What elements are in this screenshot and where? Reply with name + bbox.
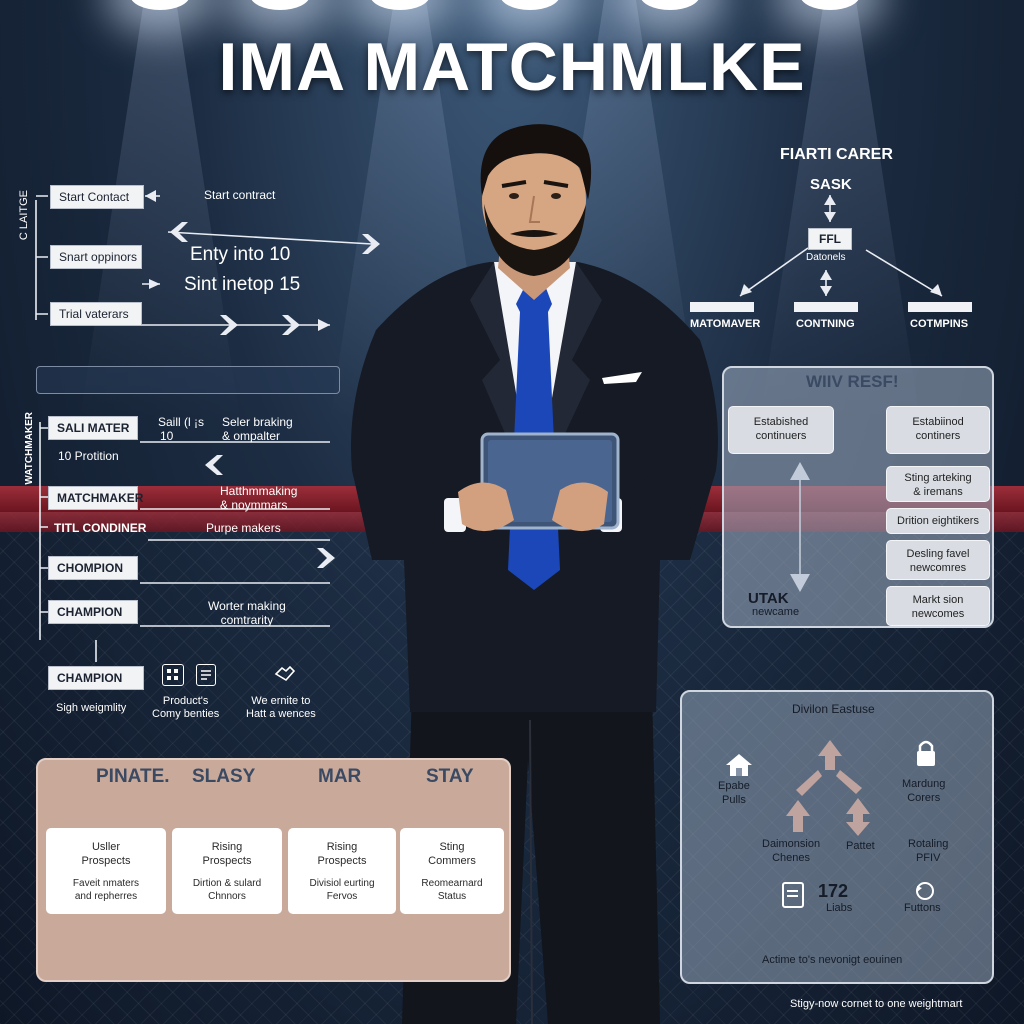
bottom-header-mar: MAR: [318, 766, 362, 787]
futtons-text: Futtons: [904, 902, 941, 914]
tree-leaf-matchmaker: MATOMAVER: [690, 318, 761, 330]
tree-leaf-compins: COTMPINS: [910, 318, 969, 330]
spotlight: [370, 0, 430, 10]
ladder-box-matchmaker[interactable]: MATCHMAKER: [48, 486, 143, 510]
house-text: Epabe Pulls: [718, 780, 750, 806]
prospect-card-sub: Dirtion & sulard Chnnors: [192, 877, 262, 902]
division-panel-title: Divilon Eastuse: [792, 702, 875, 716]
division-footer-text: Actime to's nevonigt eouinen: [762, 954, 903, 966]
ffl-node-box[interactable]: FFL: [808, 228, 852, 250]
prospect-card[interactable]: Usller Prospects Faveit nmaters and reph…: [46, 828, 166, 914]
division-panel: [680, 690, 994, 984]
product-badge-icon: [162, 664, 184, 686]
prospect-card-title: Sting Commers: [428, 841, 476, 868]
sint-text: Sint inetop 15: [184, 274, 301, 295]
spotlight: [640, 0, 700, 10]
matchmaking-text: Hatthmmaking & noymmars: [220, 484, 298, 512]
footer-text: Stigy-now cornet to one weightmart: [790, 998, 963, 1010]
prospect-card-title: Usller Prospects: [81, 841, 131, 868]
prospect-card-sub: Reomearnard Status: [421, 877, 483, 902]
bottom-header-slasy: SLASY: [192, 766, 256, 787]
ladder-box-chompion[interactable]: CHOMPION: [48, 556, 138, 580]
spotlight: [500, 0, 560, 10]
stat-sub: Liabs: [826, 902, 853, 914]
utak-label: UTAK: [748, 590, 789, 607]
prospect-card-title: Rising Prospects: [202, 841, 252, 868]
spotlight: [130, 0, 190, 10]
trial-vaterars-box[interactable]: Trial vaterars: [50, 302, 142, 326]
handshake-icon: [274, 662, 296, 684]
purpe-text: Purpe makers: [206, 521, 281, 535]
we-text: We ernite to Hatt a wences: [246, 695, 316, 720]
worter-text: Worter making comtrarity: [208, 599, 286, 627]
start-contract-text: Start contract: [204, 188, 276, 202]
pattet-text: Pattet: [846, 840, 875, 852]
desling-card[interactable]: Desling favel newcomres: [886, 540, 990, 580]
established-right-card[interactable]: Estabiinod continers: [886, 406, 990, 454]
prospect-card-sub: Faveit nmaters and repherres: [72, 877, 140, 902]
bottom-header-stay: STAY: [426, 766, 474, 787]
sall-num: 10: [160, 429, 174, 443]
entry-text: Enty into 10: [190, 244, 291, 265]
ladder-box-title-contender[interactable]: TITL CONDINER: [54, 521, 147, 535]
house-icon: [724, 752, 754, 778]
document-icon: [782, 882, 804, 908]
striking-card[interactable]: Sting arteking & iremans: [886, 466, 990, 502]
spotlight: [250, 0, 310, 10]
prospect-card-sub: Divisiol eurting Fervos: [309, 877, 375, 902]
prospect-card[interactable]: Rising Prospects Divisiol eurting Fervos: [288, 828, 396, 914]
stat-number: 172: [818, 881, 849, 901]
start-contact-box[interactable]: Start Contact: [50, 185, 144, 209]
bottom-header-pinate: PINATE.: [96, 766, 170, 787]
prospect-card[interactable]: Rising Prospects Dirtion & sulard Chnnor…: [172, 828, 282, 914]
ffl-node-sub: Datonels: [806, 252, 846, 263]
ladder-box-champion[interactable]: CHAMPION: [48, 600, 138, 624]
spotlight: [800, 0, 860, 10]
progress-bar-empty[interactable]: [36, 366, 340, 394]
protition-text: 10 Protition: [58, 449, 119, 463]
product-text: Product's Comy benties: [152, 695, 220, 720]
rotating-text: Rotaling PFIV: [908, 838, 949, 864]
utak-sub: newcame: [752, 606, 800, 618]
established-left-card[interactable]: Estabished continuers: [728, 406, 834, 454]
lock-icon: [914, 738, 938, 768]
sall-text: Saill (l ¡s: [158, 415, 205, 429]
markt-card[interactable]: Markt sion newcomes: [886, 586, 990, 626]
sigh-text: Sigh weigmlity: [56, 702, 127, 714]
tree-heading: FIARTI CARER: [780, 146, 893, 163]
rotate-icon: [914, 880, 936, 902]
ladder-box-sali-mater[interactable]: SALI MATER: [48, 416, 138, 440]
promo-text: Daimonsion Chenes: [762, 838, 821, 864]
page-title: IMA MATCHMLKE: [218, 29, 806, 105]
tree-leaf-contning: CONTNING: [796, 318, 855, 330]
weight-panel-title: WIIV RESF!: [806, 372, 899, 391]
seler-text: Seler braking & ompalter: [222, 415, 293, 443]
tree-sub: SASK: [810, 176, 852, 193]
prospect-card-title: Rising Prospects: [317, 841, 367, 868]
division-fighters-card[interactable]: Drition eightikers: [886, 508, 990, 534]
lock-text: Mardung Corers: [902, 778, 946, 804]
list-book-icon: [196, 664, 216, 686]
snart-oppinors-box[interactable]: Snart oppinors: [50, 245, 142, 269]
prospect-card[interactable]: Sting Commers Reomearnard Status: [400, 828, 504, 914]
ladder-box-champion-final[interactable]: CHAMPION: [48, 666, 144, 690]
